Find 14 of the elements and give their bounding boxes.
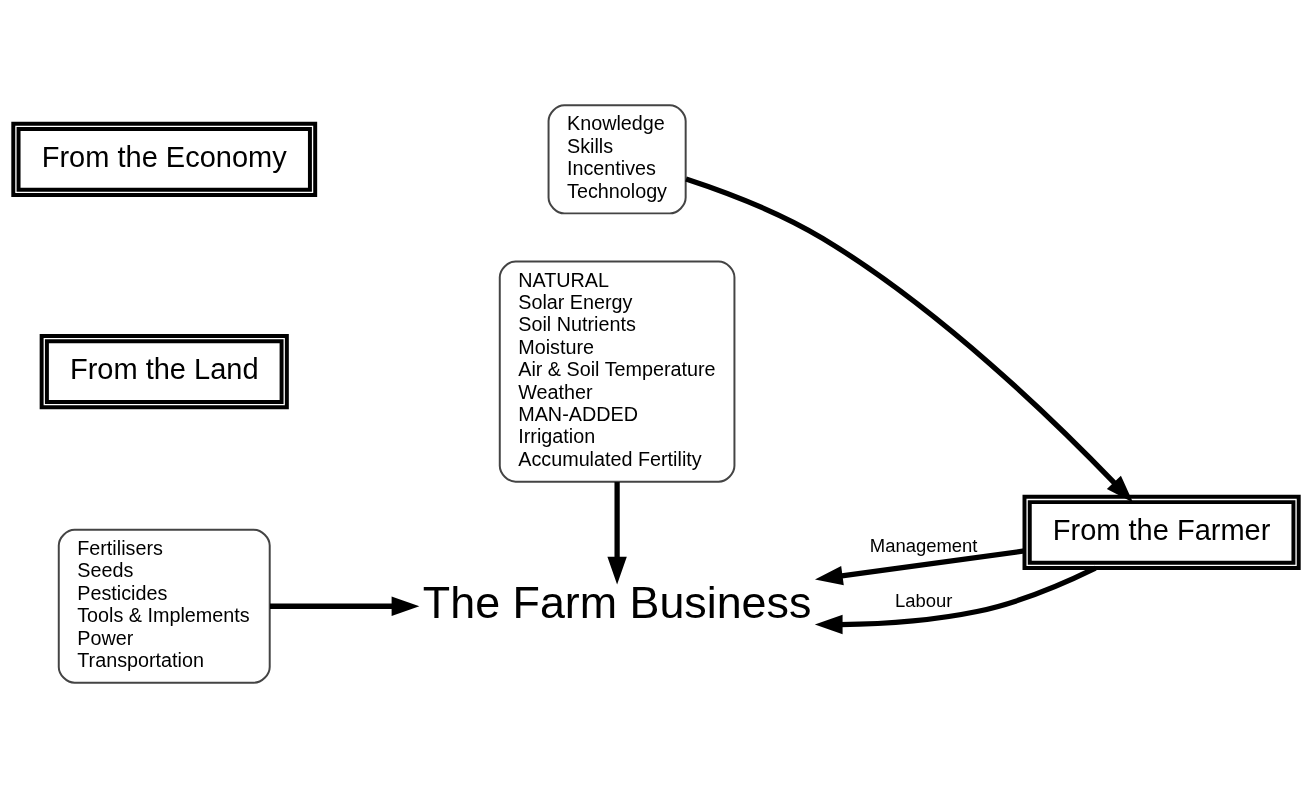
node-box: Fertilisers Seeds Pesticides Tools & Implements Power Transportation: [57, 528, 271, 684]
node-box: From the Economy: [11, 121, 318, 197]
arrow: [815, 547, 1025, 585]
arrow: [685, 175, 1134, 502]
arrow: [270, 596, 420, 616]
node-text: The Farm Business: [422, 576, 812, 627]
edge-label: Labour: [894, 589, 953, 611]
arrow: [607, 481, 627, 584]
node-box: Knowledge Skills Incentives Technology: [547, 103, 687, 214]
node-box: From the Land: [39, 333, 289, 409]
arrow: [814, 565, 1097, 634]
node-box: From the Farmer: [1022, 494, 1301, 570]
node-box: NATURAL Solar Energy Soil Nutrients Moisture Air & Soil Temperature Weather MAN-ADDED Irrigation Accumulated Fertility: [498, 260, 736, 483]
edge-label: Management: [869, 534, 978, 556]
